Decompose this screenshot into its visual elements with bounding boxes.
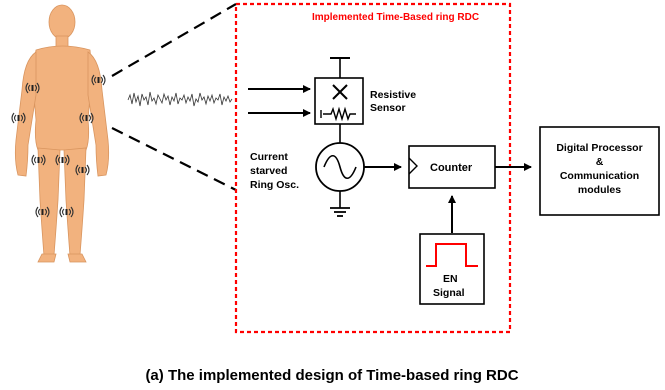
rdc-box-title: Implemented Time-Based ring RDC	[312, 12, 479, 23]
human-body-figure	[11, 4, 110, 263]
figure-caption: (a) The implemented design of Time-based…	[145, 367, 518, 384]
projection-line-top	[111, 3, 237, 77]
digital-processor-block: Digital Processor & Communication module…	[539, 126, 660, 216]
processor-label-line1: Digital Processor	[556, 142, 642, 154]
en-signal-label-line1: EN	[443, 273, 458, 285]
right-foot	[67, 253, 87, 263]
resistor-icon	[323, 106, 356, 122]
ground-icon	[330, 207, 350, 217]
en-signal-block: EN Signal	[419, 233, 485, 305]
torso	[31, 45, 93, 151]
oscillator-label-line3: Ring Osc.	[250, 179, 299, 191]
sensor-box	[314, 77, 364, 125]
processor-label-line4: modules	[578, 184, 621, 196]
left-foot	[37, 253, 57, 263]
sensor-x-mark-b	[332, 84, 348, 100]
sine-wave-icon	[323, 154, 357, 180]
clock-input-icon	[408, 157, 418, 175]
processor-label-line3: Communication	[560, 170, 639, 182]
left-leg	[37, 147, 61, 257]
en-signal-box	[419, 233, 485, 305]
sensor-label-line2: Sensor	[370, 102, 406, 114]
counter-block: Counter	[408, 145, 496, 189]
processor-box	[539, 126, 660, 216]
bio-signal-waveform	[127, 91, 233, 107]
sensor-label-line1: Resistive	[370, 89, 416, 101]
pulse-waveform-icon	[426, 243, 478, 267]
en-signal-label-line2: Signal	[433, 287, 465, 299]
resistive-sensor	[314, 57, 364, 143]
projection-line-bottom	[111, 127, 237, 191]
head	[48, 4, 76, 40]
ring-oscillator	[315, 142, 365, 217]
counter-label: Counter	[430, 162, 473, 174]
processor-label-line2: &	[596, 156, 604, 168]
oscillator-label-line2: starved	[250, 165, 287, 177]
oscillator-label-line1: Current	[250, 151, 288, 163]
left-arm	[14, 51, 37, 177]
